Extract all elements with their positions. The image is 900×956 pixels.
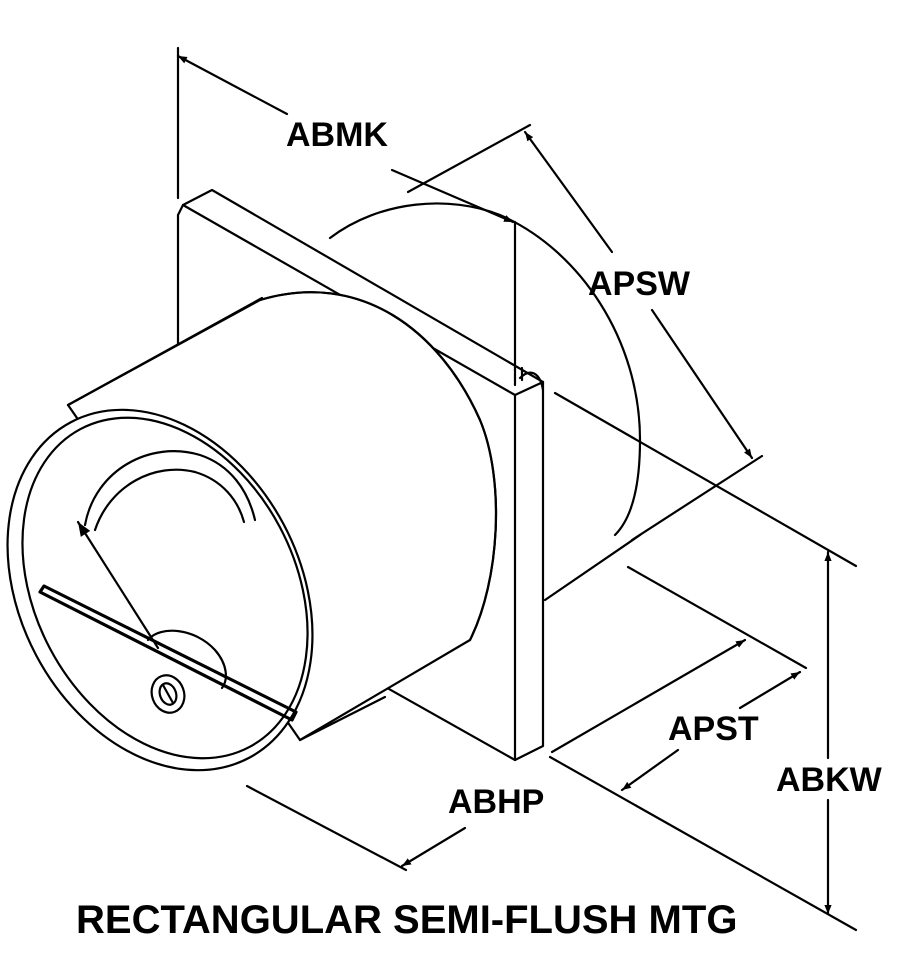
label-apsw: APSW [588, 265, 691, 303]
scale-plate-edge [38, 584, 298, 722]
label-apst: APST [668, 710, 759, 748]
front-cylinder [66, 291, 498, 742]
label-abkw: ABKW [776, 761, 883, 799]
rear-cylinder [328, 202, 642, 602]
dimension-lines [176, 46, 858, 932]
zero-adjust-screw-icon [150, 674, 186, 714]
diagram-caption: RECTANGULAR SEMI-FLUSH MTG [76, 898, 737, 942]
label-abmk: ABMK [286, 116, 388, 154]
label-abhp: ABHP [448, 783, 544, 821]
scale-arc [83, 450, 257, 527]
pointer-needle [76, 520, 160, 650]
scale-arc-inner [93, 468, 246, 532]
meter-face [6, 408, 314, 772]
